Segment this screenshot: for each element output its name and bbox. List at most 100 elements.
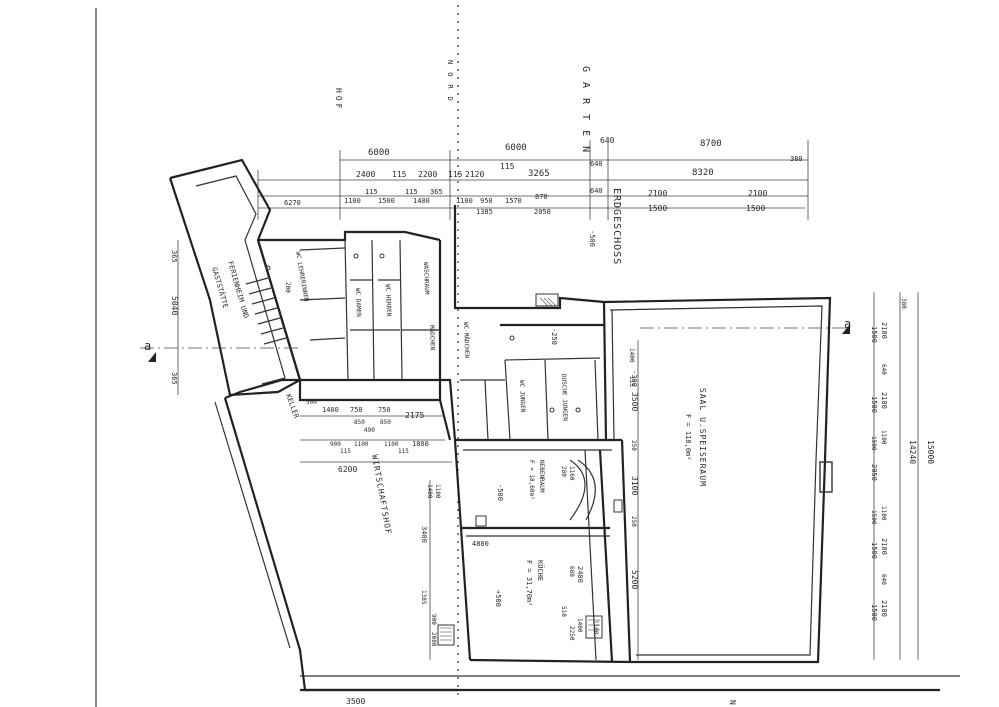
label-wc-maedchen: WC-MÄDCHEN: [462, 322, 470, 359]
dim-t3b: 1100: [344, 197, 361, 205]
dim-n2: 280: [560, 466, 567, 477]
dim-t2i: 8320: [692, 168, 714, 178]
dim-t2a: 2400: [356, 170, 375, 179]
dim-bottom: 3500: [346, 697, 365, 706]
dim-s1: 3500: [630, 392, 639, 411]
label-ferienheim: FERIENHEIM UND: [226, 260, 250, 319]
dim-t3g: 365: [430, 188, 443, 196]
dim-t3m: 2100: [648, 189, 667, 198]
dim-r15: 1500: [870, 542, 878, 559]
dim-mid12: 1800: [412, 440, 429, 448]
dim-mid10: 1100: [354, 441, 369, 448]
dim-t3j: 1570: [505, 197, 522, 205]
dim-r10: 1500: [870, 436, 877, 451]
dim-top-1: 6000: [368, 148, 390, 158]
dim-s3: 5200: [630, 570, 639, 589]
dim-s4: 250: [630, 440, 637, 451]
level-garten: -500: [588, 230, 596, 247]
label-kueche-area: F = 31,70m²: [525, 560, 533, 606]
dim-r8: 1500: [870, 396, 878, 413]
dim-r18: 1500: [870, 604, 878, 621]
label-kueche: KÜCHE: [536, 560, 545, 581]
dimension-chains-top: [257, 140, 809, 220]
dim-t2e: 2120: [465, 170, 484, 179]
dim-t3a: 6270: [284, 199, 301, 207]
corner-mark: N: [728, 700, 737, 705]
label-garten: GARTEN: [580, 66, 591, 162]
hatching: [437, 293, 833, 646]
label-maedchen: MÄDCHEN: [428, 325, 436, 351]
dim-t3l: 640: [590, 187, 603, 195]
dim-wh4: 1385: [420, 590, 427, 605]
dim-r2: 14240: [908, 440, 917, 464]
label-saal: SAAL U.SPEISERAUM: [698, 388, 707, 487]
dim-t3h: 1100: [456, 197, 473, 205]
walls: [168, 158, 960, 692]
dim-mid4: 2175: [405, 411, 424, 420]
dim-mid9: 900: [330, 441, 341, 448]
dim-s7: 115: [628, 376, 635, 387]
label-wirtschaftshof: WIRTSCHAFTSHOF: [370, 454, 393, 536]
dim-mid3: 750: [378, 406, 391, 414]
label-saal-area: F = 118,0m²: [684, 414, 692, 460]
label-nord: NORD: [446, 60, 454, 109]
dim-k3: 1400: [576, 618, 583, 633]
dim-t2h: 640: [590, 160, 603, 168]
dim-r6: 640: [880, 364, 887, 375]
label-wc-jungen: WC JUNGEN: [518, 380, 526, 413]
label-nebenraum: NEBENRAUM: [538, 460, 545, 493]
dim-t2j: 380: [790, 155, 803, 163]
dim-k5: 510: [560, 606, 567, 617]
level-wc: -250: [550, 328, 558, 345]
dim-mid5: 850: [354, 419, 365, 426]
label-waschraum: WASCHRAUM: [422, 262, 430, 295]
dim-mid14: 115: [398, 448, 409, 455]
level-kueche: +500: [494, 590, 502, 607]
dim-mid13: 115: [340, 448, 351, 455]
dim-lv3: 365: [170, 372, 178, 385]
dim-r11: 2050: [870, 464, 878, 481]
dim-t3c: 115: [365, 188, 378, 196]
dim-lv2: 5040: [170, 296, 179, 315]
dim-n1: 1160: [568, 466, 575, 481]
label-wc-damen: WC DAMEN: [354, 288, 362, 318]
dim-r7: 2100: [880, 392, 888, 409]
dim-t3k: 870: [535, 193, 548, 201]
dim-r3: 380: [900, 298, 907, 309]
label-keller: KELLER: [284, 393, 300, 420]
label-nebenraum-area: F = 18,60m²: [528, 460, 535, 500]
dim-r16: 640: [880, 574, 887, 585]
dim-lv1: 365: [170, 250, 178, 263]
dim-t3n: 2100: [748, 189, 767, 198]
dim-t4d: 1500: [746, 204, 765, 213]
dim-t4b: 2050: [534, 208, 551, 216]
dim-mid11: 1100: [384, 441, 399, 448]
dim-mid6: 850: [380, 419, 391, 426]
dim-r17: 2100: [880, 600, 888, 617]
dim-s2: 3100: [630, 476, 639, 495]
dim-r14: 2100: [880, 538, 888, 555]
dim-wh8: 1400: [426, 484, 433, 499]
dim-t3i: 950: [480, 197, 493, 205]
dim-mid8: 490: [364, 427, 375, 434]
label-gaststaette: GASTSTÄTTE: [210, 266, 230, 309]
dim-r1: 15000: [926, 440, 935, 464]
dim-wh9: 1100: [592, 620, 599, 635]
dim-mid1: 1400: [322, 406, 339, 414]
dimension-chains-right: [873, 292, 919, 660]
dim-t3d: 1500: [378, 197, 395, 205]
level-nebenraum: -500: [496, 484, 504, 501]
dim-wh5: 1100: [434, 484, 441, 499]
stair-steps: [245, 277, 596, 521]
label-wc-lehrerinnen: WC LEHRERINNEN: [294, 251, 310, 302]
dim-t3e: 115: [405, 188, 418, 196]
section-a-right: a: [844, 317, 851, 331]
dim-k4: 2250: [568, 626, 575, 641]
dim-mid7: 500: [306, 399, 317, 406]
dim-wh2: 3400: [420, 526, 428, 543]
dim-s6: 1400: [628, 348, 635, 363]
dim-t2c: 2200: [418, 170, 437, 179]
dim-t2b: 115: [392, 170, 407, 179]
dim-top-3: 640: [600, 136, 615, 145]
